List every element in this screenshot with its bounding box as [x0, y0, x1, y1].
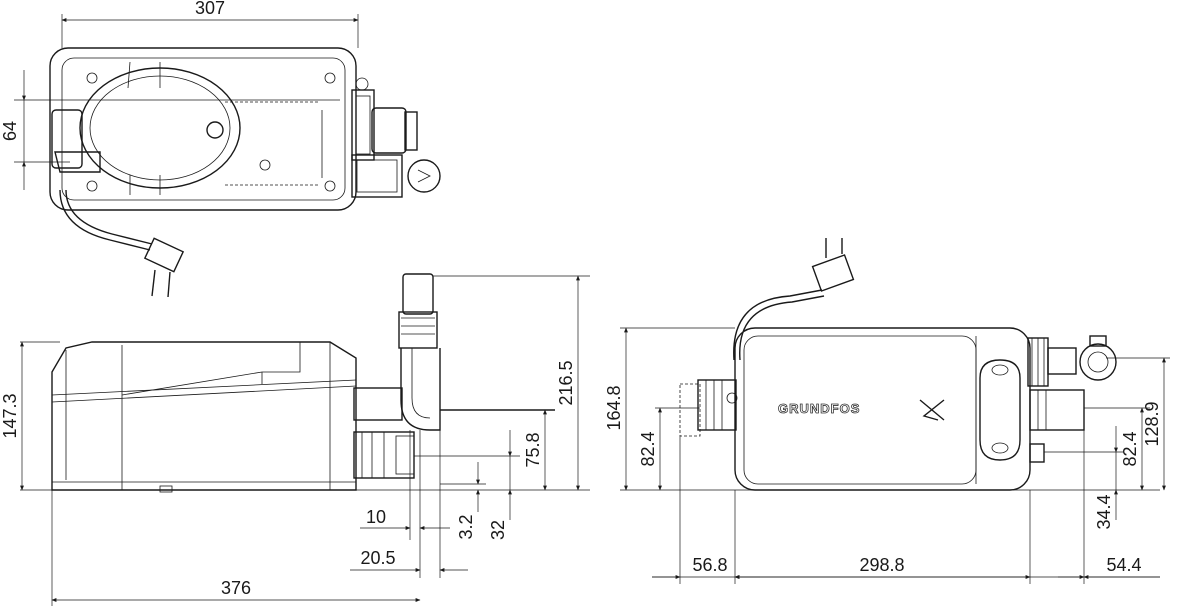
dim-front-gap: 3.2 — [456, 514, 476, 539]
dim-side-body-width: 298.8 — [859, 555, 904, 575]
dim-side-inlet-low: 34.4 — [1094, 494, 1114, 529]
dim-side-outlet-right: 128.9 — [1142, 401, 1162, 446]
dim-front-outlet-height: 216.5 — [556, 360, 576, 405]
brand-logo: GRUNDFOS — [778, 401, 860, 416]
dim-front-inlet-upper: 75.8 — [523, 432, 543, 467]
dim-side-left-offset: 56.8 — [692, 555, 727, 575]
dim-side-inlet-left: 82.4 — [638, 431, 658, 466]
dim-front-offset-a: 10 — [366, 507, 386, 527]
top-view: 307 64 — [0, 0, 441, 298]
side-view: GRUNDFOS 164.8 — [604, 238, 1170, 584]
dim-front-body-height: 147.3 — [0, 393, 20, 438]
dim-side-body-height: 164.8 — [604, 385, 624, 430]
dim-front-offset-b: 20.5 — [360, 548, 395, 568]
dim-side-inlet-right: 82.4 — [1120, 431, 1140, 466]
dim-front-inlet-lower: 32 — [488, 520, 508, 540]
dim-top-height: 64 — [0, 121, 20, 141]
dim-top-width: 307 — [195, 0, 225, 18]
front-view: 147.3 216.5 75.8 32 3.2 10 20.5 376 — [0, 273, 590, 606]
dim-side-right-offset: 54.4 — [1106, 555, 1141, 575]
dim-front-total-width: 376 — [221, 578, 251, 598]
